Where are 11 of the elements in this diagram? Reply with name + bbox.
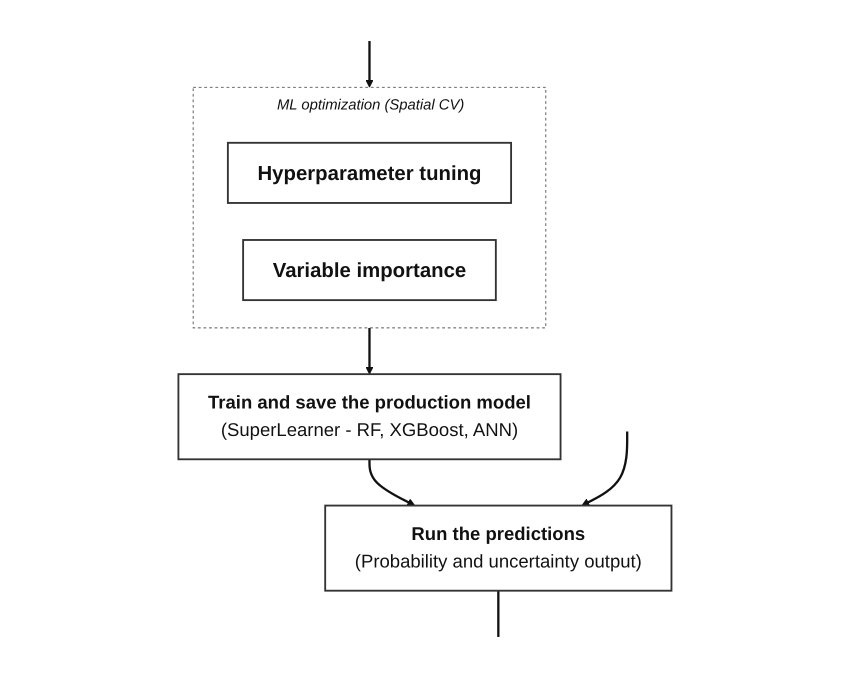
arrow xyxy=(581,431,628,506)
node-box xyxy=(226,141,512,204)
arrow xyxy=(364,327,374,374)
node-box xyxy=(242,238,496,301)
flowchart: ML optimization (Spatial CV) Hyperparameter tuning Variable importance Train and save the production model (SuperLearner - RF, XGBoost, ANN) Run the predictions (Probability and uncertainty output) xyxy=(170,4,678,674)
cluster xyxy=(192,86,546,328)
arrow xyxy=(364,40,374,88)
node-box xyxy=(177,372,562,460)
node-box xyxy=(324,504,672,592)
connector xyxy=(496,590,500,636)
arrow xyxy=(368,458,415,506)
